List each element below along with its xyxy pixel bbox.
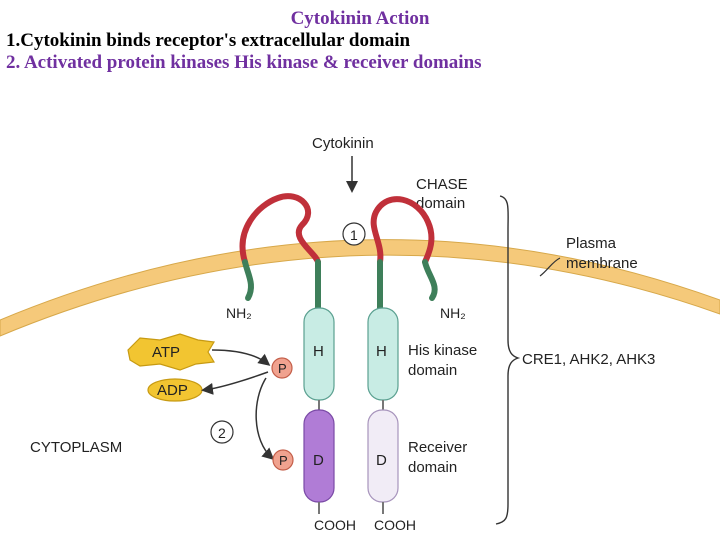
his-kinase-label: His kinase	[408, 342, 477, 359]
cytoplasm-label: CYTOPLASM	[30, 439, 122, 456]
cytokinin-label: Cytokinin	[312, 135, 374, 152]
point-1: 1.Cytokinin binds receptor's extracellul…	[6, 30, 411, 51]
atp-to-p-arrow	[211, 349, 271, 366]
phosphate-his	[271, 357, 293, 379]
chase-loop-left	[239, 193, 321, 265]
receptors-label: CRE1, AHK2, AHK3	[522, 351, 655, 368]
phosphate-asp	[272, 449, 294, 471]
p-bottom-label: P	[279, 453, 288, 468]
point-2: 2. Activated protein kinases His kinase …	[6, 52, 482, 73]
atp-label: ATP	[152, 344, 180, 361]
h-left-label: H	[313, 343, 324, 360]
nh2-right-label: NH₂	[440, 305, 466, 321]
chase-label: CHASE	[416, 176, 468, 193]
chase-label-2: domain	[416, 195, 465, 212]
tm-segment-left-outer	[242, 259, 254, 301]
receptor-bracket	[495, 195, 521, 525]
receiver-label-2: domain	[408, 459, 457, 476]
cooh-left-label: COOH	[314, 517, 356, 533]
p-transfer-arrow	[255, 377, 275, 461]
plasma-label: Plasma	[566, 235, 617, 252]
cooh-right-label: COOH	[374, 517, 416, 533]
step-1-label: 1	[350, 227, 358, 243]
p-top-label: P	[278, 361, 287, 376]
chase-loop-right	[370, 196, 435, 265]
p-to-adp-arrow	[201, 371, 269, 395]
his-kinase-label-2: domain	[408, 362, 457, 379]
h-right-label: H	[376, 343, 387, 360]
atp-burst	[127, 333, 215, 371]
step-1-marker	[342, 222, 366, 246]
slide-title: Cytokinin Action	[290, 8, 430, 29]
plasma-membrane-pointer	[539, 257, 561, 277]
membrane-label: membrane	[566, 255, 638, 272]
d-right-label: D	[376, 452, 387, 469]
nh2-left-label: NH₂	[226, 305, 252, 321]
tm-segment-right-outer	[422, 259, 438, 301]
d-left-label: D	[313, 452, 324, 469]
slide-header: Cytokinin Action 1.Cytokinin binds recep…	[0, 8, 720, 74]
step-2-marker	[210, 420, 234, 444]
receiver-label: Receiver	[408, 439, 467, 456]
adp-label: ADP	[157, 382, 188, 399]
step-2-label: 2	[218, 425, 226, 441]
